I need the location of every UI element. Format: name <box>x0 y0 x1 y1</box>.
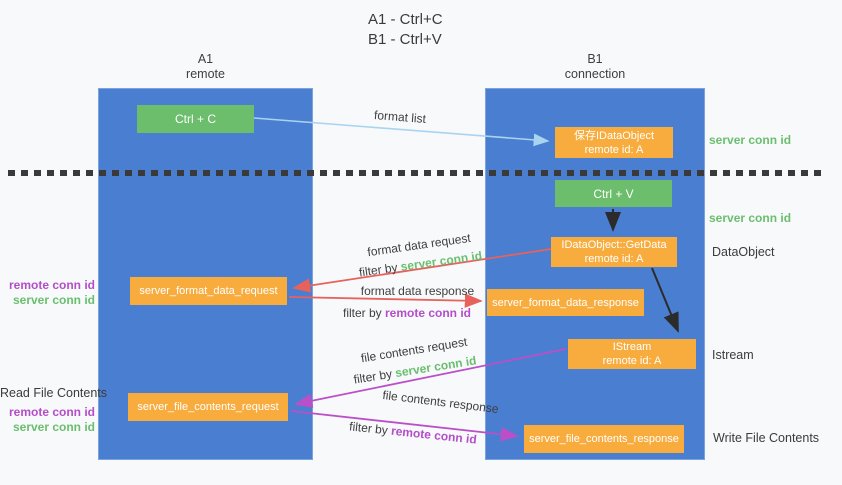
istream-line1: IStream <box>612 341 652 353</box>
title-line-ctrl-c: A1 - Ctrl+C <box>368 11 443 28</box>
server-format-data-response-node: server_format_data_response <box>487 289 644 316</box>
lane-a-name: A1 <box>197 52 214 66</box>
format-data-response-edge-label: format data response <box>360 284 475 298</box>
ctrl-c-label: Ctrl + C <box>174 112 216 126</box>
dataobject-label: DataObject <box>712 245 775 259</box>
write-file-contents-label: Write File Contents <box>713 431 820 445</box>
remote-conn-id-key: remote conn id <box>390 423 478 447</box>
save-idataobject-line2: remote id: A <box>584 143 644 156</box>
ctrl-v-node: Ctrl + V <box>555 180 672 207</box>
save-idataobject-line1: 保存IDataObject <box>573 129 655 142</box>
filter-by-text: filter by <box>342 306 385 320</box>
left-format-server-conn-id-label: server conn id <box>12 293 95 307</box>
getdata-line1: IDataObject::GetData <box>561 239 667 251</box>
remote-conn-id-key: remote conn id <box>385 306 472 320</box>
lane-a-header: A1 remote <box>98 52 313 82</box>
filter-by-text: filter by <box>348 419 392 438</box>
lane-a-subtitle: remote <box>186 67 225 81</box>
istream-line2: remote id: A <box>602 355 662 367</box>
title-line-ctrl-v: B1 - Ctrl+V <box>368 31 442 48</box>
server-format-data-request-label: server_format_data_request <box>139 285 278 297</box>
istream-node: IStream remote id: A <box>568 339 696 369</box>
server-format-data-response-label: server_format_data_response <box>492 296 639 309</box>
right-server-conn-id-mid-label: server conn id <box>709 211 792 225</box>
filter-by-text: filter by <box>352 366 397 387</box>
lane-b-name: B1 <box>587 52 603 66</box>
format-list-edge-label: format list <box>373 107 427 127</box>
server-file-contents-response-label: server_file_contents_response <box>529 433 679 445</box>
server-file-contents-request-node: server_file_contents_request <box>128 393 288 421</box>
lane-b-header: B1 connection <box>485 52 705 82</box>
left-file-remote-conn-id-label: remote conn id <box>8 405 95 419</box>
left-format-remote-conn-id-label: remote conn id <box>8 278 95 292</box>
ctrl-v-label: Ctrl + V <box>593 186 634 201</box>
read-file-contents-label: Read File Contents <box>0 386 108 400</box>
file-contents-response-filter-label: filter by remote conn id <box>348 419 479 447</box>
getdata-node: IDataObject::GetData remote id: A <box>551 237 677 267</box>
save-idataobject-node: 保存IDataObject remote id: A <box>555 127 673 158</box>
diagram-title: A1 - Ctrl+C B1 - Ctrl+V <box>368 10 443 50</box>
right-server-conn-id-top-label: server conn id <box>709 133 792 147</box>
getdata-line2: remote id: A <box>584 253 644 265</box>
server-file-contents-response-node: server_file_contents_response <box>524 425 684 453</box>
filter-by-text: filter by <box>358 259 402 280</box>
server-file-contents-request-label: server_file_contents_request <box>137 401 279 413</box>
format-data-response-filter-label: filter by remote conn id <box>342 306 472 320</box>
server-format-data-request-node: server_format_data_request <box>130 277 287 305</box>
istream-side-label: Istream <box>712 348 754 362</box>
lane-b-subtitle: connection <box>564 67 626 81</box>
left-file-server-conn-id-label: server conn id <box>12 420 95 434</box>
ctrl-c-node: Ctrl + C <box>137 105 254 133</box>
